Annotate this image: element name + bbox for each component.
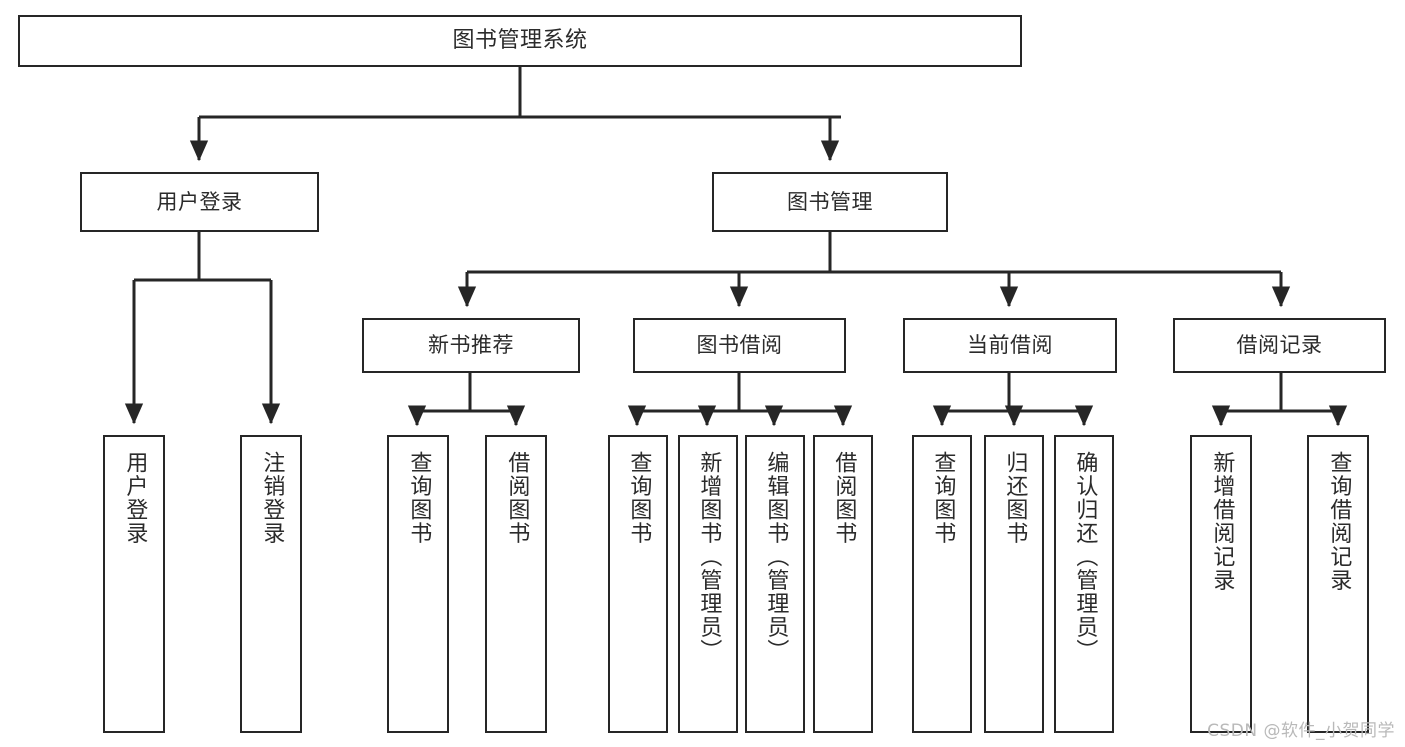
node-leaf-confirm-return-label: 确认归还（管理员） — [1072, 451, 1098, 663]
node-leaf-return-book[interactable]: 归还图书 — [984, 435, 1044, 733]
node-leaf-query-borrow-record[interactable]: 查询借阅记录 — [1307, 435, 1369, 733]
node-leaf-query-book-recommend-label: 查询图书 — [406, 451, 432, 545]
node-user-login-label: 用户登录 — [156, 189, 243, 214]
node-leaf-edit-book[interactable]: 编辑图书（管理员） — [745, 435, 805, 733]
watermark: CSDN @软件_小贺同学 — [1207, 721, 1395, 741]
node-borrow-record-label: 借阅记录 — [1236, 333, 1323, 358]
node-leaf-query-book-borrow[interactable]: 查询图书 — [608, 435, 668, 733]
node-root-label: 图书管理系统 — [452, 28, 588, 54]
node-leaf-borrow-book-label: 借阅图书 — [831, 451, 857, 545]
node-leaf-logout[interactable]: 注销登录 — [240, 435, 302, 733]
node-leaf-query-book-recommend[interactable]: 查询图书 — [387, 435, 449, 733]
node-root[interactable]: 图书管理系统 — [18, 15, 1022, 67]
node-leaf-borrow-book-recommend[interactable]: 借阅图书 — [485, 435, 547, 733]
node-leaf-query-borrow-record-label: 查询借阅记录 — [1326, 451, 1352, 592]
node-leaf-confirm-return[interactable]: 确认归还（管理员） — [1054, 435, 1114, 733]
node-leaf-query-book-current-label: 查询图书 — [930, 451, 956, 545]
node-new-book-recommend-label: 新书推荐 — [428, 333, 514, 358]
node-leaf-add-book[interactable]: 新增图书（管理员） — [678, 435, 738, 733]
node-book-manage[interactable]: 图书管理 — [712, 172, 948, 232]
node-book-borrow[interactable]: 图书借阅 — [633, 318, 846, 373]
node-leaf-add-borrow-record[interactable]: 新增借阅记录 — [1190, 435, 1252, 733]
node-current-borrow[interactable]: 当前借阅 — [903, 318, 1117, 373]
node-leaf-query-book-current[interactable]: 查询图书 — [912, 435, 972, 733]
node-leaf-add-book-label: 新增图书（管理员） — [696, 451, 722, 663]
node-leaf-borrow-book-recommend-label: 借阅图书 — [504, 451, 530, 545]
node-book-borrow-label: 图书借阅 — [696, 333, 783, 358]
node-borrow-record[interactable]: 借阅记录 — [1173, 318, 1386, 373]
node-leaf-user-login[interactable]: 用户登录 — [103, 435, 165, 733]
node-user-login[interactable]: 用户登录 — [80, 172, 319, 232]
node-leaf-logout-label: 注销登录 — [259, 451, 285, 545]
node-book-manage-label: 图书管理 — [787, 189, 873, 214]
node-leaf-add-borrow-record-label: 新增借阅记录 — [1209, 451, 1235, 592]
node-new-book-recommend[interactable]: 新书推荐 — [362, 318, 580, 373]
node-current-borrow-label: 当前借阅 — [967, 333, 1053, 358]
node-leaf-return-book-label: 归还图书 — [1002, 451, 1028, 545]
node-leaf-query-book-borrow-label: 查询图书 — [626, 451, 652, 545]
node-leaf-edit-book-label: 编辑图书（管理员） — [763, 451, 789, 663]
node-leaf-borrow-book[interactable]: 借阅图书 — [813, 435, 873, 733]
node-leaf-user-login-label: 用户登录 — [122, 451, 148, 545]
